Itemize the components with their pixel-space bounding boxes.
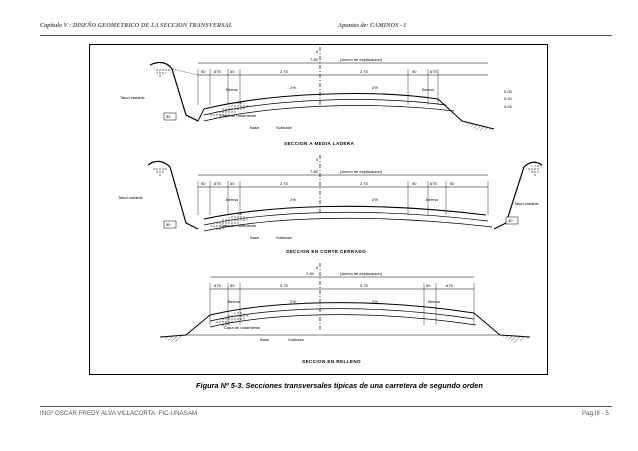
label-base-2: Base	[250, 235, 260, 240]
dim-3-e: 50	[426, 283, 431, 288]
dim-2-a: 50	[201, 181, 206, 186]
title-section-2: SECCION EN CORTE CERRADO	[286, 249, 366, 254]
explanation-1: (Ancho de explanación)	[340, 57, 383, 62]
slope-2-right: 2%	[372, 197, 378, 202]
title-section-3: SECCION EN RELLENO	[302, 359, 361, 364]
section-relleno: ¢ 7.65 (Ancho de explanación) 675 50 2.7…	[159, 263, 531, 364]
side-dim-1c: 0.25	[504, 104, 513, 109]
dim-3-b: 50	[230, 283, 235, 288]
label-berma-1a: Berma	[226, 87, 239, 92]
dim-3-f: 675	[446, 283, 453, 288]
label-talud-2b: Talud variable	[514, 201, 539, 206]
dim-2-b: 675	[214, 181, 221, 186]
dim-3-c: 2.75	[280, 283, 289, 288]
ditch-2-right: 50	[508, 218, 513, 223]
label-berma-3b: Berma	[428, 299, 441, 304]
slope-3-right: 2%	[372, 299, 378, 304]
dim-1-c: 50	[230, 69, 235, 74]
label-base-3: Base	[260, 337, 270, 342]
slope-3-left: 2%	[290, 299, 296, 304]
label-talud-1: Talud variable	[120, 95, 145, 100]
label-capa-3: Capa de rodamiento	[224, 325, 261, 330]
dim-2-f: 50	[412, 181, 417, 186]
section-media-ladera: ¢ 7.65 (Ancho de explanación) 50 675 50 …	[120, 47, 513, 146]
dim-1-e: 2.75	[360, 69, 369, 74]
dim-2-c: 50	[230, 181, 235, 186]
dim-2-h: 50	[450, 181, 455, 186]
label-berma-1b: Berma	[422, 87, 435, 92]
centerline-symbol-3: ¢	[316, 265, 318, 270]
cross-sections-drawing: ¢ 7.65 (Ancho de explanación) 50 675 50 …	[89, 44, 548, 375]
side-dim-1a: 0.05	[504, 89, 513, 94]
header-course-title: Apuntes de: CAMINOS - I	[338, 22, 407, 29]
label-berma-2a: Berma	[226, 197, 239, 202]
dim-1-d: 2.75	[280, 69, 289, 74]
title-section-1: SECCION A MEDIA LADERA	[284, 141, 355, 146]
section-corte-cerrado: ¢ 7.65 (Ancho de explanación) 50 675 50 …	[118, 155, 543, 254]
header-divider	[40, 35, 612, 36]
explanation-2: (Ancho de explanación)	[340, 169, 383, 174]
label-capa-1: Capa de rodamiento	[220, 113, 257, 118]
label-talud-2a: Talud variable	[118, 195, 143, 200]
figure-caption: Figura Nº 5-3. Secciones transversales t…	[196, 381, 483, 390]
slope-1-right: 2%	[372, 85, 378, 90]
dim-1-g: 675	[430, 69, 437, 74]
label-capa-2: Capa de rodamiento	[220, 223, 257, 228]
label-base-1: Base	[250, 125, 260, 130]
label-berma-3a: Berma	[228, 299, 241, 304]
dim-2-g: 675	[430, 181, 437, 186]
label-subbase-1: Subbase	[276, 125, 293, 130]
dim-3-d: 2.75	[360, 283, 369, 288]
ditch-2-left: 50	[166, 222, 171, 227]
side-dim-1b: 0.20	[504, 96, 513, 101]
dim-2-e: 2.75	[360, 181, 369, 186]
label-subbase-2: Subbase	[276, 235, 293, 240]
total-width-2: 7.65	[310, 169, 319, 174]
slope-1-left: 2%	[290, 85, 296, 90]
dim-1-f: 50	[412, 69, 417, 74]
dim-2-d: 2.75	[280, 181, 289, 186]
ditch-1: 50	[166, 114, 171, 119]
footer-author: INGº OSCAR FREDY ALVA VILLACORTA: FIC-UN…	[40, 410, 198, 417]
slope-2-left: 2%	[290, 197, 296, 202]
total-width-1: 7.65	[310, 57, 319, 62]
dim-1-a: 50	[201, 69, 206, 74]
dim-1-b: 675	[214, 69, 221, 74]
label-subbase-3: Subbase	[288, 337, 305, 342]
total-width-3: 7.65	[306, 271, 315, 276]
explanation-3: (Ancho de explanación)	[340, 271, 383, 276]
dim-3-a: 675	[214, 283, 221, 288]
centerline-symbol-1: ¢	[316, 49, 318, 54]
centerline-symbol-2: ¢	[316, 157, 318, 162]
footer-divider	[40, 406, 612, 407]
footer-page-number: Pag.III - 5	[582, 410, 609, 417]
label-berma-2b: Berma	[426, 197, 439, 202]
header-chapter-title: Capítulo V : DISEÑO GEOMETRICO DE LA SEC…	[40, 22, 233, 29]
